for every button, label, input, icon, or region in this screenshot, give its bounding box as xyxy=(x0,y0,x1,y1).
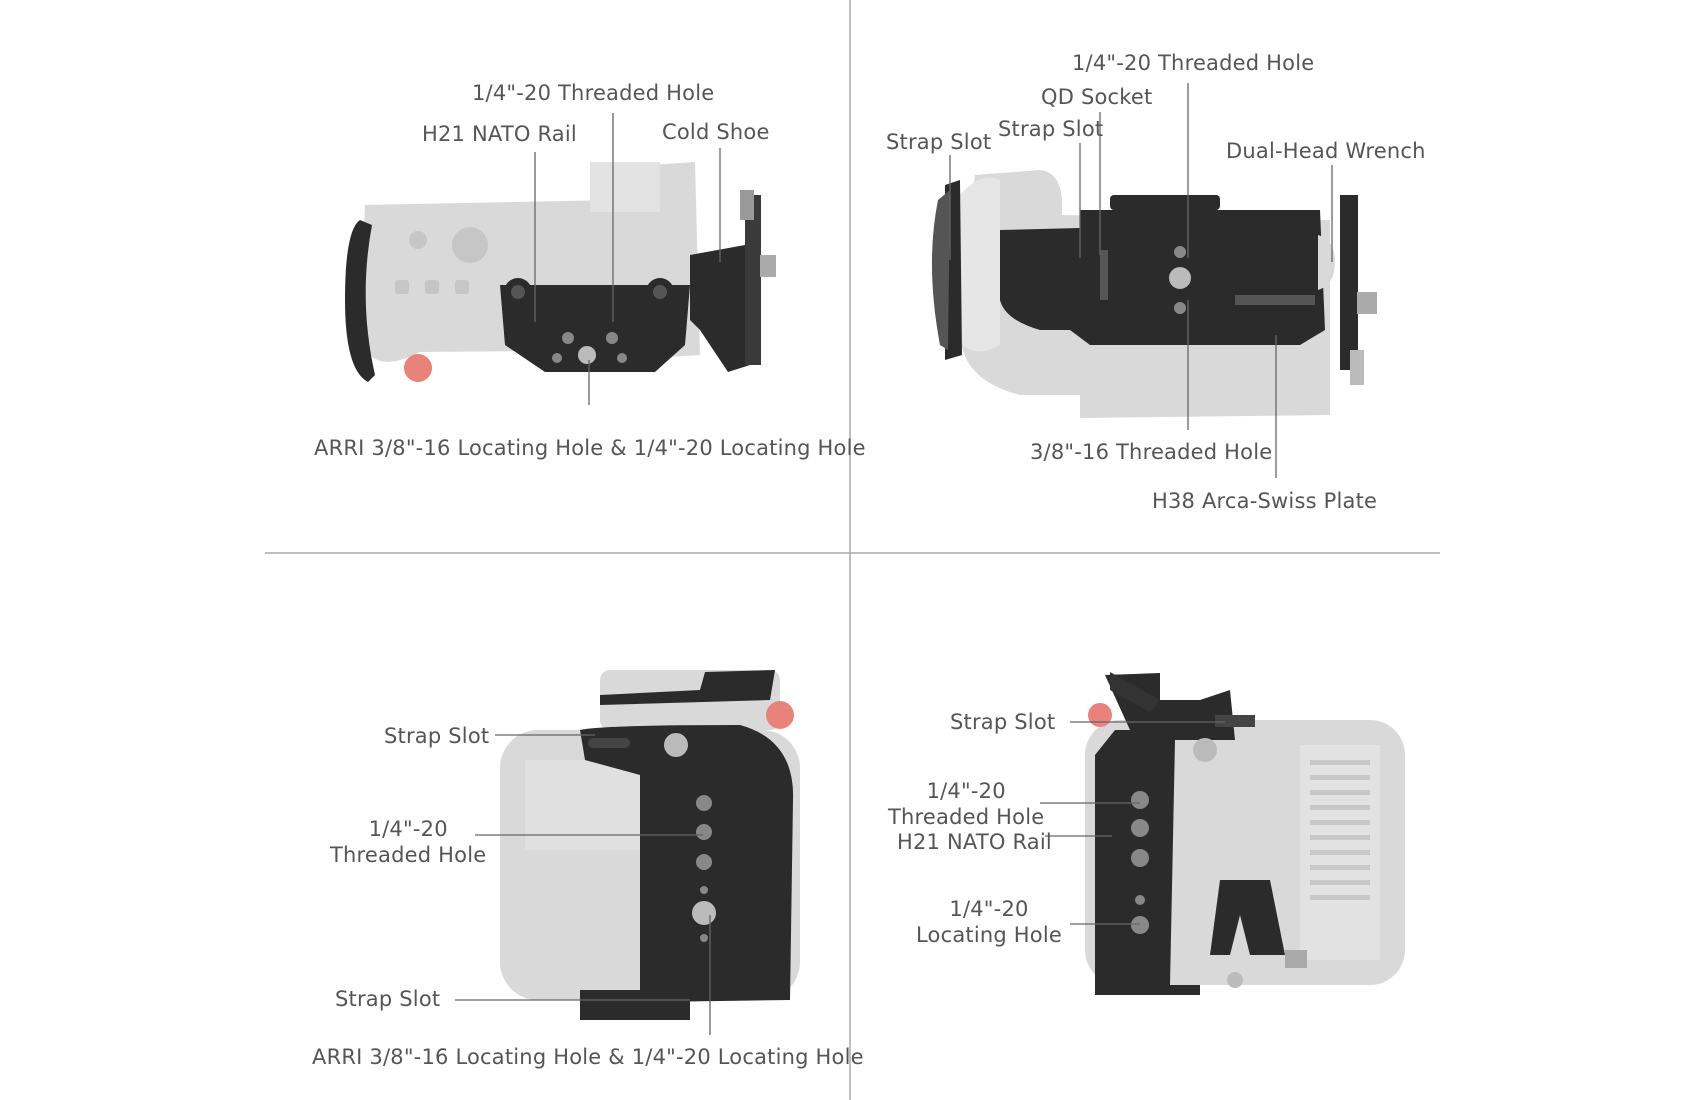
top-handle xyxy=(600,670,775,705)
label-tl-locating-hole: ARRI 3/8"-16 Locating Hole & 1/4"-20 Loc… xyxy=(314,436,866,460)
grip-cage xyxy=(580,725,794,1003)
cold-shoe-side xyxy=(1210,880,1285,955)
label-tr-arca-plate: H38 Arca-Swiss Plate xyxy=(1152,489,1378,513)
dual-head-wrench xyxy=(1318,235,1335,290)
label-tr-dual-head-wrench: Dual-Head Wrench xyxy=(1226,139,1426,163)
label-tr-strap-slot-outer: Strap Slot xyxy=(886,130,992,154)
eyecup xyxy=(345,220,375,382)
label-bl-strap-slot-top: Strap Slot xyxy=(384,724,490,748)
leader-lines xyxy=(455,83,1333,1035)
left-side-illustration xyxy=(1085,672,1405,995)
label-br-locating-hole: 1/4"-20 Locating Hole xyxy=(916,897,1062,948)
label-tl-cold-shoe: Cold Shoe xyxy=(662,120,770,144)
label-tr-strap-slot-inner: Strap Slot xyxy=(998,117,1104,141)
label-tr-qd-socket: QD Socket xyxy=(1041,85,1153,109)
record-button xyxy=(404,354,432,382)
cold-shoe-bracket xyxy=(690,245,750,372)
label-bl-threaded-hole: 1/4"-20 Threaded Hole xyxy=(330,817,487,868)
label-tl-threaded-hole: 1/4"-20 Threaded Hole xyxy=(472,81,715,105)
grip-side-illustration xyxy=(500,670,800,1020)
label-bl-locating-hole: ARRI 3/8"-16 Locating Hole & 1/4"-20 Loc… xyxy=(312,1045,864,1069)
bottom-view-illustration xyxy=(931,170,1377,418)
label-bl-strap-slot-bottom: Strap Slot xyxy=(335,987,441,1011)
label-tr-threaded-hole: 1/4"-20 Threaded Hole xyxy=(1072,51,1315,75)
cage-top-plate xyxy=(500,285,690,372)
label-br-nato-rail: H21 NATO Rail xyxy=(897,830,1052,854)
label-tr-threaded-hole-38: 3/8"-16 Threaded Hole xyxy=(1030,440,1273,464)
label-tl-nato-rail: H21 NATO Rail xyxy=(422,122,577,146)
center-screw xyxy=(1169,267,1191,289)
label-br-threaded-hole: 1/4"-20 Threaded Hole xyxy=(888,779,1045,830)
side-cage-frame xyxy=(1095,673,1235,995)
label-br-strap-slot: Strap Slot xyxy=(950,710,1056,734)
top-view-illustration xyxy=(345,162,776,382)
cage-base-plate xyxy=(1000,210,1325,345)
